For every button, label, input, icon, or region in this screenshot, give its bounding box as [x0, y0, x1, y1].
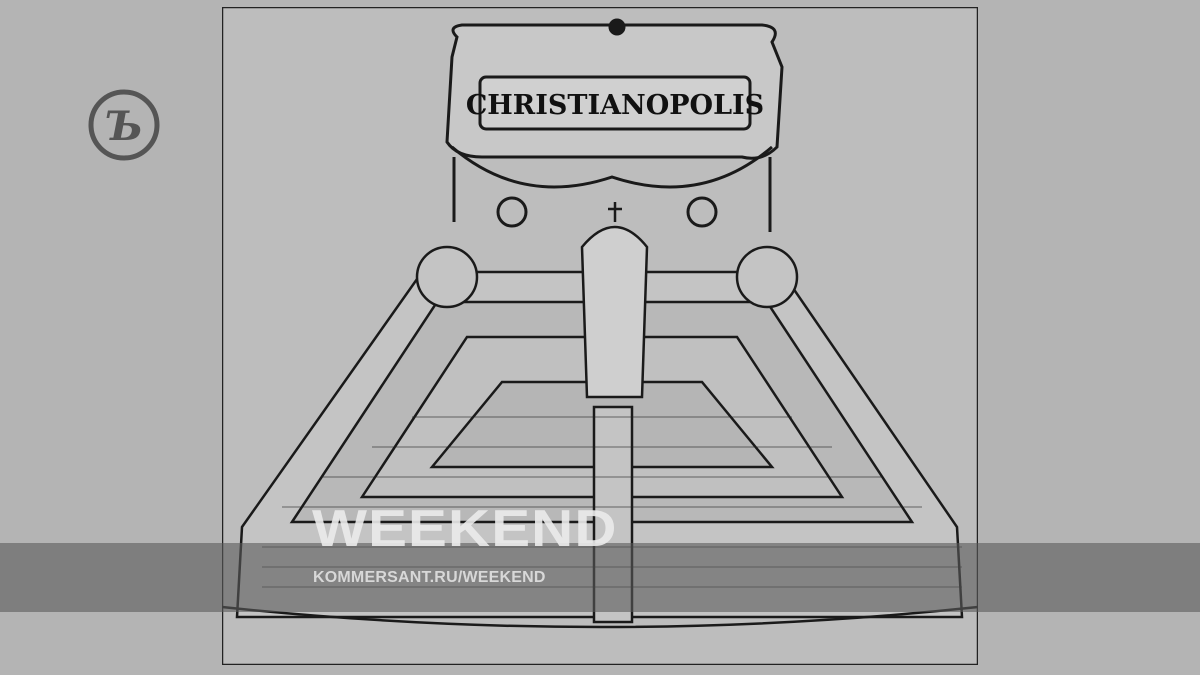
caption-band [0, 543, 1200, 612]
cartouche [445, 18, 784, 232]
weekend-url-link[interactable]: KOMMERSANT.RU/WEEKEND [313, 569, 546, 586]
weekend-title: WEEKEND [312, 500, 618, 558]
kommersant-logo-icon: Ъ [88, 89, 160, 161]
city-walls [222, 202, 978, 629]
cartouche-title: CHRISTIANOPOLIS [466, 90, 764, 121]
logo-letter: Ъ [105, 103, 143, 150]
